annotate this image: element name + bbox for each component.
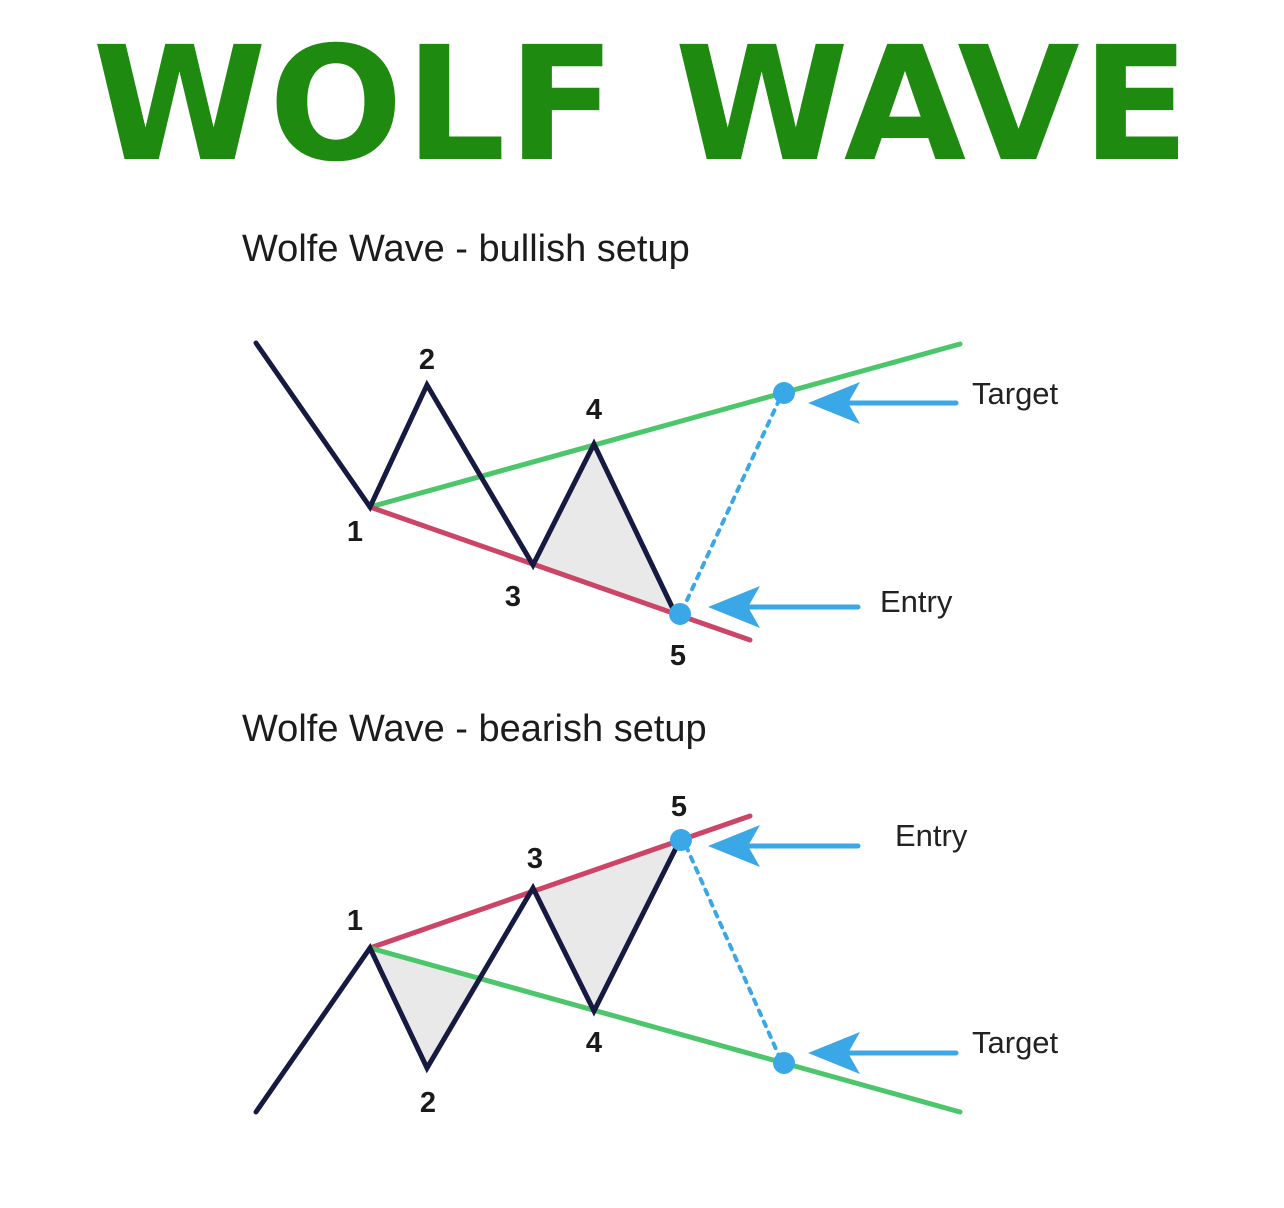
bullish-shaded-area bbox=[533, 444, 675, 613]
bullish-entry-marker bbox=[669, 603, 691, 625]
bearish-entry-label: Entry bbox=[895, 818, 968, 853]
bullish-point-label-1: 1 bbox=[347, 516, 363, 548]
bearish-wave-line bbox=[253, 837, 683, 1115]
bullish-point-label-2: 2 bbox=[419, 344, 435, 376]
bearish-entry-arrow bbox=[708, 825, 861, 867]
bullish-point-label-5: 5 bbox=[670, 640, 686, 672]
bearish-entry-marker bbox=[670, 829, 692, 851]
bullish-point-label-4: 4 bbox=[586, 394, 602, 426]
bullish-entry-arrow bbox=[708, 586, 861, 628]
bullish-target-label: Target bbox=[972, 376, 1059, 411]
bearish-target-marker bbox=[773, 1052, 795, 1074]
bullish-target-line bbox=[367, 341, 963, 510]
bullish-projection-line bbox=[680, 394, 783, 613]
bearish-point-label-3: 3 bbox=[527, 843, 543, 875]
bullish-wave-line bbox=[253, 340, 678, 616]
bearish-point-label-5: 5 bbox=[671, 791, 687, 823]
bearish-target-arrow bbox=[808, 1032, 959, 1074]
bearish-shaded-area-right bbox=[370, 840, 680, 1011]
bullish-entry-label: Entry bbox=[880, 584, 953, 619]
bullish-target-marker bbox=[773, 382, 795, 404]
bearish-point-label-4: 4 bbox=[586, 1027, 602, 1059]
bearish-diagram: 1 2 3 4 5 Entry Target bbox=[253, 791, 1059, 1119]
bullish-target-arrow bbox=[808, 382, 959, 424]
bearish-target-line bbox=[367, 945, 963, 1115]
bearish-point-label-2: 2 bbox=[420, 1087, 436, 1119]
bearish-projection-line bbox=[684, 844, 782, 1060]
bearish-point-label-1: 1 bbox=[347, 905, 363, 937]
bearish-shaded-area-left bbox=[370, 948, 482, 1068]
bearish-target-label: Target bbox=[972, 1025, 1059, 1060]
bullish-diagram: 1 2 3 4 5 Target Entry bbox=[253, 340, 1059, 672]
bearish-setup-title: Wolfe Wave - bearish setup bbox=[242, 708, 707, 750]
main-title: WOLF WAVE bbox=[92, 13, 1192, 197]
bullish-point-label-3: 3 bbox=[505, 581, 521, 613]
bullish-setup-title: Wolfe Wave - bullish setup bbox=[242, 228, 690, 270]
